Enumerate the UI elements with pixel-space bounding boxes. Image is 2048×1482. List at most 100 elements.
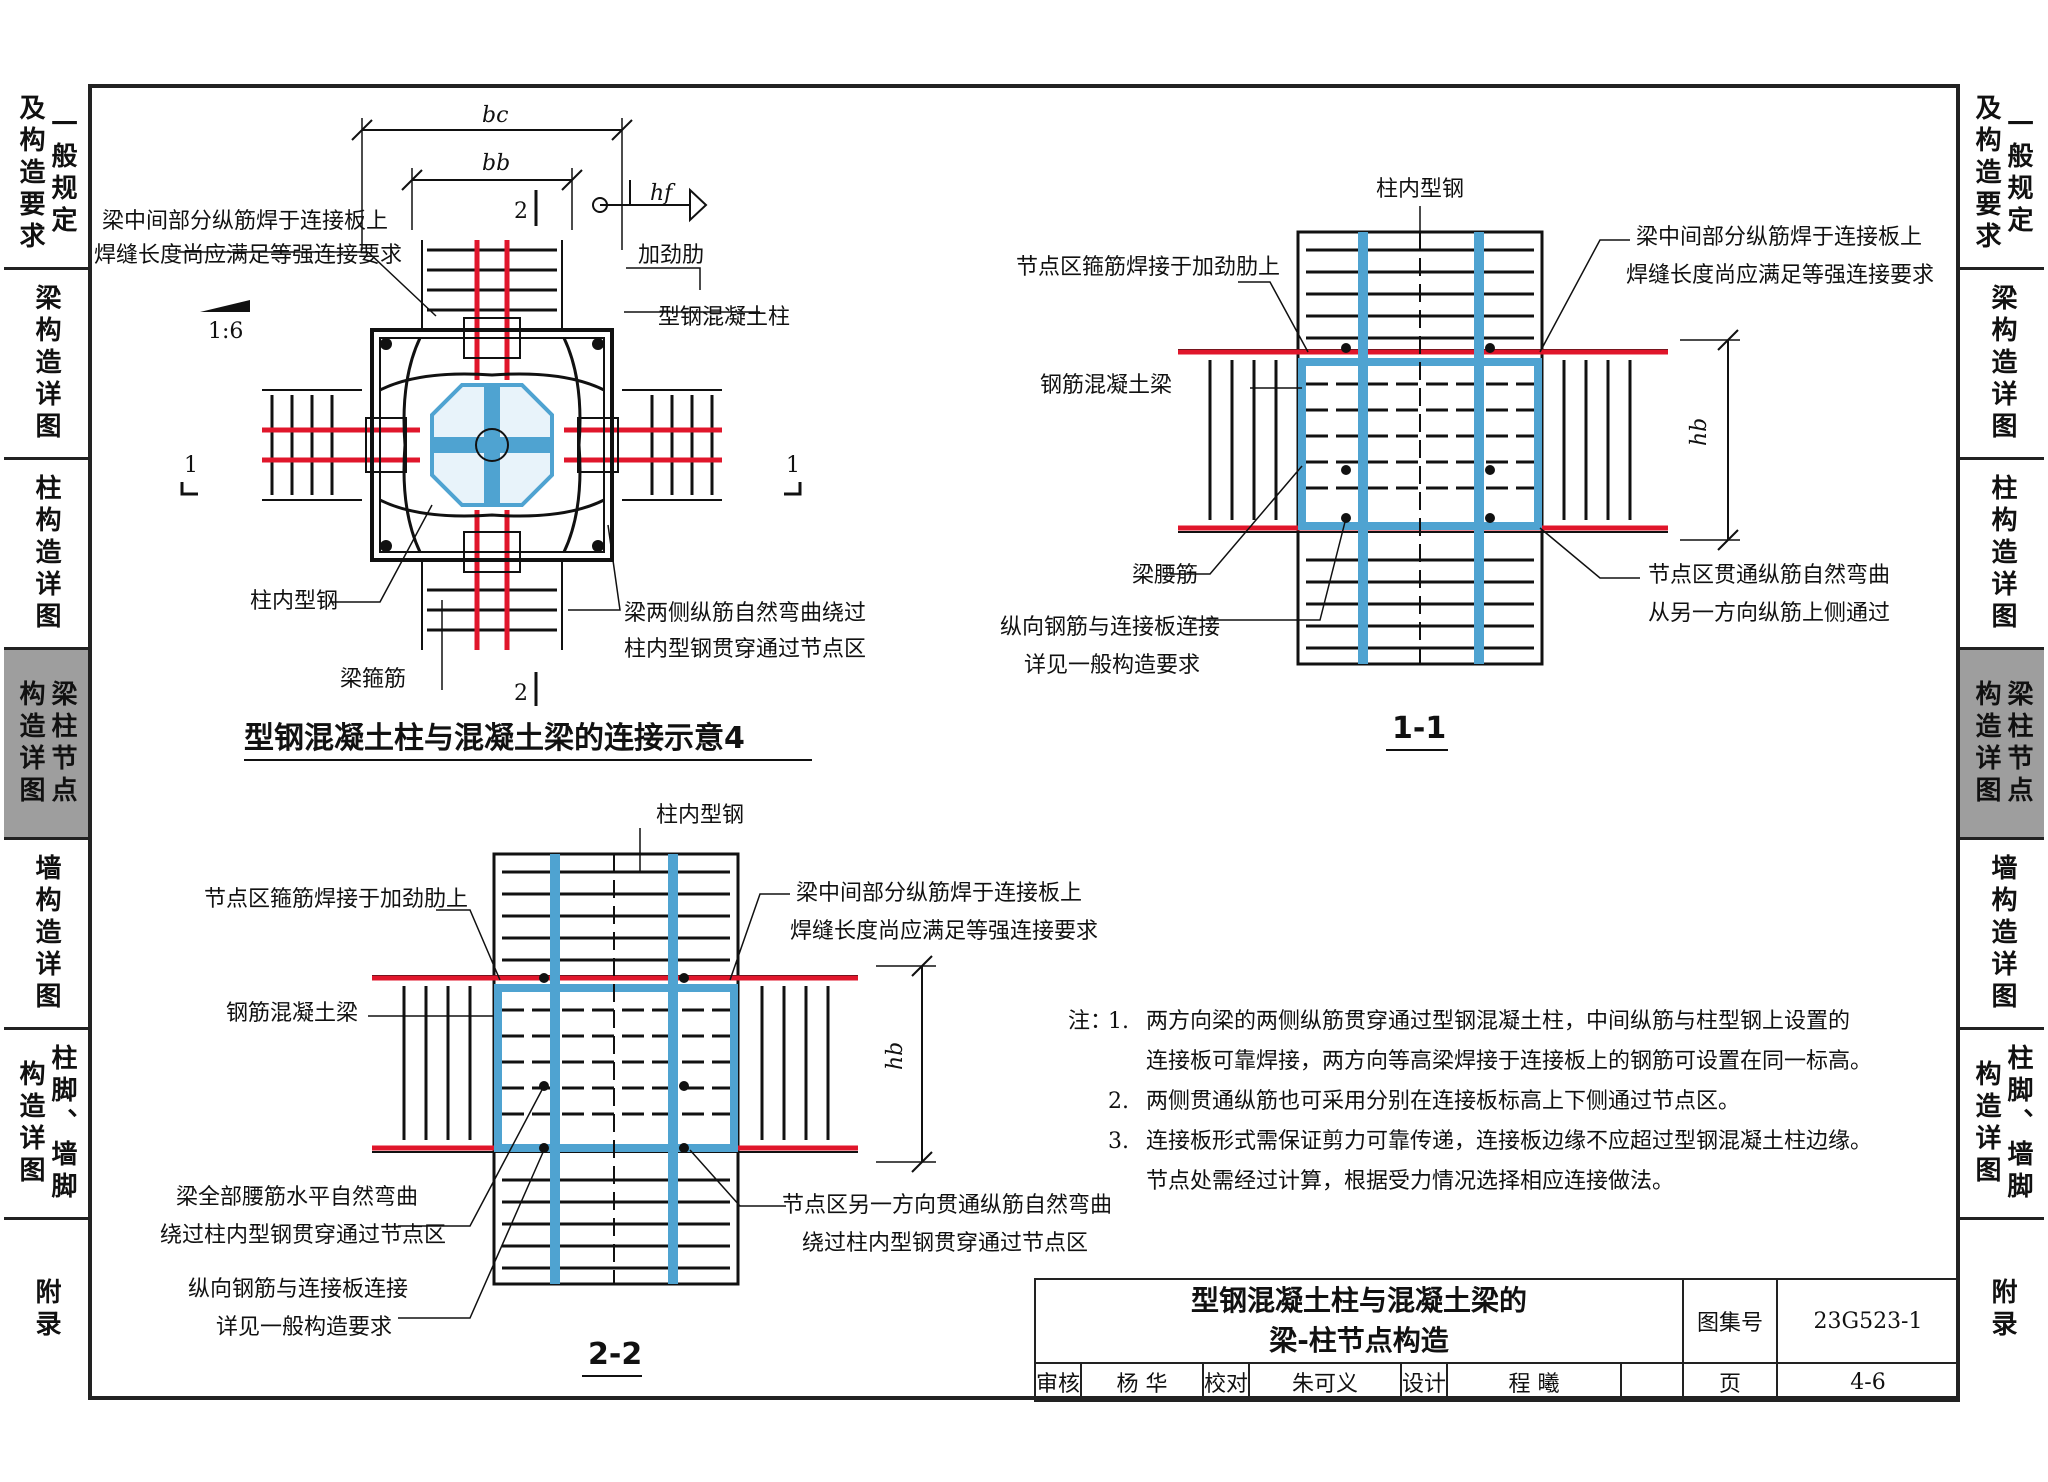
atlas-number: 23G523-1 — [1776, 1278, 1960, 1364]
plan-title: 型钢混凝土柱与混凝土梁的连接示意4 — [244, 721, 745, 756]
tab-joint[interactable]: 构造详图 梁柱节点 — [4, 650, 88, 840]
label-stirrup-weld: 节点区箍筋焊接于加劲肋上 — [204, 887, 468, 912]
slope-label: 1:6 — [208, 319, 243, 344]
tab-label: 构造详图 — [15, 1059, 45, 1188]
note-num: 2. — [1108, 1089, 1129, 1114]
tab-label: 一般规定 — [47, 109, 77, 238]
design-name: 程 曦 — [1446, 1362, 1622, 1402]
tab-joint[interactable]: 构造详图 梁柱节点 — [1960, 650, 2044, 840]
tab-column[interactable]: 柱构造详图 — [1960, 460, 2044, 650]
note-num: 1. — [1108, 1009, 1129, 1034]
label-col-steel: 柱内型钢 — [250, 589, 338, 614]
tab-column[interactable]: 柱构造详图 — [4, 460, 88, 650]
notes-prefix: 注： — [1068, 1009, 1113, 1034]
right-side-tabs: 及构造要求 一般规定 梁构造详图 柱构造详图 构造详图 梁柱节点 墙构造详图 构… — [1960, 80, 2044, 1400]
tab-label: 及构造要求 — [15, 93, 45, 254]
drawing-title-line-1: 型钢混凝土柱与混凝土梁的 — [1190, 1284, 1527, 1317]
section-mark-1-left: 1 — [184, 453, 198, 478]
dim-hb: hb — [1687, 418, 1712, 446]
dim-bb: bb — [482, 151, 510, 176]
label-through-1: 节点区贯通纵筋自然弯曲 — [1648, 563, 1890, 588]
tab-label: 构造详图 — [1971, 679, 2001, 808]
section-mark-2-top: 2 — [514, 199, 528, 224]
tab-label: 梁柱节点 — [2003, 679, 2033, 808]
tab-label: 及构造要求 — [1971, 93, 2001, 254]
label-waist-1: 梁全部腰筋水平自然弯曲 — [176, 1185, 418, 1210]
note-2-line-1: 两侧贯通纵筋也可采用分别在连接板标高上下侧通过节点区。 — [1146, 1089, 1741, 1114]
tab-general[interactable]: 及构造要求 一般规定 — [4, 80, 88, 270]
label-col-steel: 柱内型钢 — [1376, 177, 1464, 202]
review-name: 杨 华 — [1080, 1362, 1204, 1402]
drawing-title: 型钢混凝土柱与混凝土梁的 梁-柱节点构造 — [1034, 1278, 1684, 1364]
tab-wall[interactable]: 墙构造详图 — [1960, 840, 2044, 1030]
tab-label: 柱脚、墙脚 — [47, 1043, 77, 1204]
section-2-2-title: 2-2 — [588, 1337, 642, 1372]
label-beam-bend-2: 柱内型钢贯穿通过节点区 — [624, 637, 866, 662]
review-label: 审核 — [1034, 1362, 1082, 1402]
check-label: 校对 — [1202, 1362, 1250, 1402]
label-weld-1: 梁中间部分纵筋焊于连接板上 — [796, 881, 1082, 906]
label-weld-1: 梁中间部分纵筋焊于连接板上 — [1636, 225, 1922, 250]
label-src-column: 型钢混凝土柱 — [658, 305, 790, 330]
left-side-tabs: 及构造要求 一般规定 梁构造详图 柱构造详图 构造详图 梁柱节点 墙构造详图 构… — [4, 80, 88, 1400]
tab-label: 附录 — [1987, 1278, 2017, 1342]
label-long-1: 纵向钢筋与连接板连接 — [1000, 615, 1220, 640]
note-num: 3. — [1108, 1129, 1129, 1154]
drawing-title-line-2: 梁-柱节点构造 — [1269, 1324, 1449, 1357]
note-1-line-2: 连接板可靠焊接，两方向等高梁焊接于连接板上的钢筋可设置在同一标高。 — [1146, 1049, 1873, 1074]
drawing-frame — [88, 84, 1960, 1400]
label-other-1: 节点区另一方向贯通纵筋自然弯曲 — [782, 1193, 1112, 1218]
tab-foot[interactable]: 构造详图 柱脚、墙脚 — [1960, 1030, 2044, 1220]
tab-label: 梁构造详图 — [31, 283, 61, 444]
tab-label: 构造详图 — [1971, 1059, 2001, 1188]
label-rc-beam: 钢筋混凝土梁 — [1040, 373, 1172, 398]
note-3-line-1: 连接板形式需保证剪力可靠传递，连接板边缘不应超过型钢混凝土柱边缘。 — [1146, 1129, 1873, 1154]
plan-view: bc bb hf 1:6 1 1 2 2 — [94, 103, 866, 761]
tab-appendix[interactable]: 附录 — [4, 1220, 88, 1400]
tab-label: 一般规定 — [2003, 109, 2033, 238]
tab-beam[interactable]: 梁构造详图 — [1960, 270, 2044, 460]
weld-symbol: hf — [650, 181, 676, 206]
tab-label: 柱脚、墙脚 — [2003, 1043, 2033, 1204]
section-1-1: hb 柱内型钢 节点区箍筋焊接于加劲肋上 梁中间部分纵筋焊于连接板上 焊缝长度尚… — [1000, 177, 1934, 751]
section-2-2: hb 柱内型钢 节点区箍筋焊接于加劲肋上 梁中间部分纵筋焊于连接板上 焊缝长度尚… — [160, 803, 1112, 1377]
label-stiffener: 加劲肋 — [638, 243, 704, 268]
notes: 注： 1. 两方向梁的两侧纵筋贯穿通过型钢混凝土柱，中间纵筋与柱型钢上设置的 连… — [1068, 1002, 1968, 1202]
dim-bc: bc — [482, 103, 508, 128]
label-beam-bend-1: 梁两侧纵筋自然弯曲绕过 — [624, 601, 866, 626]
note-1-line-1: 两方向梁的两侧纵筋贯穿通过型钢混凝土柱，中间纵筋与柱型钢上设置的 — [1146, 1009, 1851, 1034]
label-weld-2: 焊缝长度尚应满足等强连接要求 — [1626, 263, 1934, 288]
tab-wall[interactable]: 墙构造详图 — [4, 840, 88, 1030]
tab-label: 柱构造详图 — [31, 473, 61, 634]
dim-hb: hb — [883, 1042, 908, 1070]
label-weld-2: 焊缝长度尚应满足等强连接要求 — [790, 919, 1098, 944]
tab-label: 梁柱节点 — [47, 679, 77, 808]
tab-label: 附录 — [31, 1278, 61, 1342]
label-long-1: 纵向钢筋与连接板连接 — [188, 1277, 408, 1302]
tab-general[interactable]: 及构造要求 一般规定 — [1960, 80, 2044, 270]
tab-label: 构造详图 — [15, 679, 45, 808]
tab-beam[interactable]: 梁构造详图 — [4, 270, 88, 460]
label-stirrup: 梁箍筋 — [340, 667, 406, 692]
label-other-2: 绕过柱内型钢贯穿通过节点区 — [802, 1231, 1088, 1256]
tab-label: 墙构造详图 — [1987, 853, 2017, 1014]
design-label: 设计 — [1400, 1362, 1448, 1402]
tab-label: 墙构造详图 — [31, 853, 61, 1014]
label-stirrup-weld: 节点区箍筋焊接于加劲肋上 — [1016, 255, 1280, 280]
label-waist: 梁腰筋 — [1132, 563, 1198, 588]
label-rc-beam: 钢筋混凝土梁 — [226, 1001, 358, 1026]
tab-foot[interactable]: 构造详图 柱脚、墙脚 — [4, 1030, 88, 1220]
signature — [1620, 1362, 1684, 1402]
tab-appendix[interactable]: 附录 — [1960, 1220, 2044, 1400]
tab-label: 柱构造详图 — [1987, 473, 2017, 634]
section-1-1-title: 1-1 — [1392, 711, 1446, 746]
tab-label: 梁构造详图 — [1987, 283, 2017, 444]
label-weld-top-2: 焊缝长度尚应满足等强连接要求 — [94, 243, 402, 268]
section-mark-1-right: 1 — [786, 453, 800, 478]
note-3-line-2: 节点处需经过计算，根据受力情况选择相应连接做法。 — [1146, 1169, 1675, 1194]
label-long-2: 详见一般构造要求 — [1024, 653, 1200, 678]
section-mark-2-bottom: 2 — [514, 681, 528, 706]
label-long-2: 详见一般构造要求 — [216, 1315, 392, 1340]
